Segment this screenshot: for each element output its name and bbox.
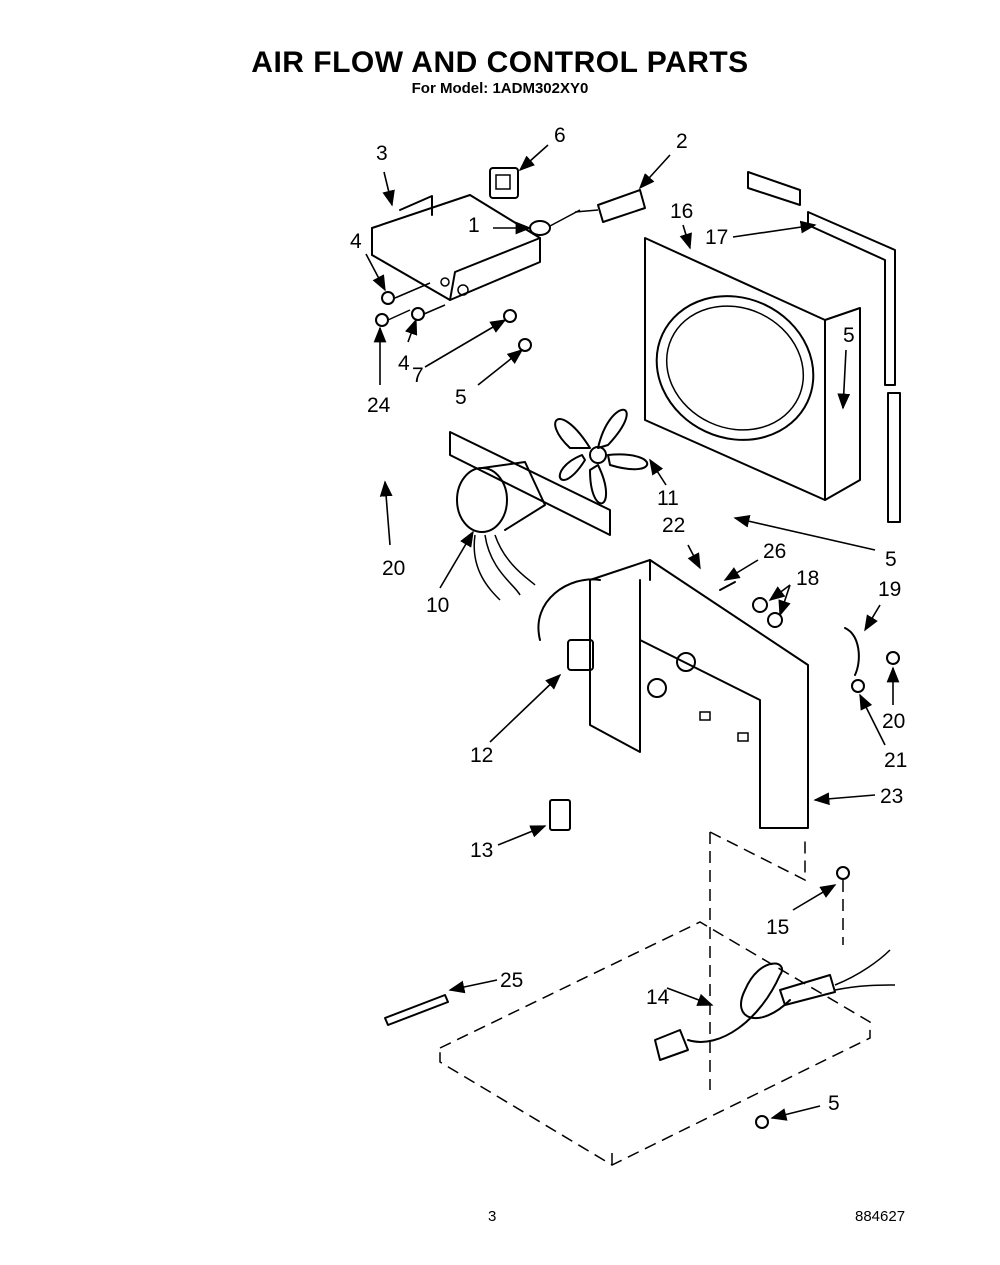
callout-5b: 5 bbox=[843, 324, 855, 347]
thermostat bbox=[529, 209, 581, 236]
callout-23: 23 bbox=[880, 785, 903, 808]
callout-1: 1 bbox=[468, 214, 480, 237]
screws-bracket bbox=[375, 282, 532, 352]
cable-tie bbox=[384, 994, 449, 1026]
callout-2: 2 bbox=[676, 130, 688, 153]
relay bbox=[549, 799, 571, 831]
callout-6: 6 bbox=[554, 124, 566, 147]
callout-19: 19 bbox=[878, 578, 901, 601]
limit-switch bbox=[567, 639, 594, 671]
terminal-block bbox=[574, 189, 646, 223]
callout-18: 18 bbox=[796, 567, 819, 590]
callout-11: 11 bbox=[657, 487, 679, 510]
callout-3: 3 bbox=[376, 142, 388, 165]
callout-10: 10 bbox=[426, 594, 449, 617]
document-number: 884627 bbox=[855, 1208, 906, 1225]
control-bracket bbox=[371, 194, 541, 301]
motor-assembly bbox=[449, 431, 611, 601]
callout-7: 7 bbox=[412, 364, 424, 387]
callout-5a: 5 bbox=[455, 386, 467, 409]
callout-4a: 4 bbox=[350, 230, 362, 253]
power-cord bbox=[654, 949, 896, 1061]
page-number: 3 bbox=[488, 1208, 497, 1225]
fan-blade bbox=[554, 408, 649, 505]
callout-21: 21 bbox=[884, 749, 907, 772]
callout-17: 17 bbox=[705, 226, 728, 249]
callout-14: 14 bbox=[646, 986, 670, 1009]
callout-25: 25 bbox=[500, 969, 523, 992]
callout-12: 12 bbox=[470, 744, 493, 767]
callout-5c: 5 bbox=[885, 548, 897, 571]
screws-bottom bbox=[755, 866, 850, 1129]
base-housing bbox=[537, 559, 809, 829]
model-subtitle: For Model: 1ADM302XY0 bbox=[411, 80, 589, 97]
right-hardware bbox=[719, 581, 900, 693]
callout-24: 24 bbox=[367, 394, 391, 417]
callout-13: 13 bbox=[470, 839, 493, 862]
fan-shroud bbox=[644, 237, 861, 501]
callout-26: 26 bbox=[763, 540, 786, 563]
callout-20a: 20 bbox=[382, 557, 405, 580]
callout-16: 16 bbox=[670, 200, 693, 223]
leader-arrows bbox=[365, 144, 900, 1121]
callout-22: 22 bbox=[662, 514, 685, 537]
switch bbox=[489, 167, 519, 199]
base-pan bbox=[439, 831, 871, 1166]
callout-20b: 20 bbox=[882, 710, 905, 733]
callout-4b: 4 bbox=[398, 352, 410, 375]
callout-5d: 5 bbox=[828, 1092, 840, 1115]
callout-15: 15 bbox=[766, 916, 789, 939]
page-title: AIR FLOW AND CONTROL PARTS bbox=[251, 46, 749, 79]
